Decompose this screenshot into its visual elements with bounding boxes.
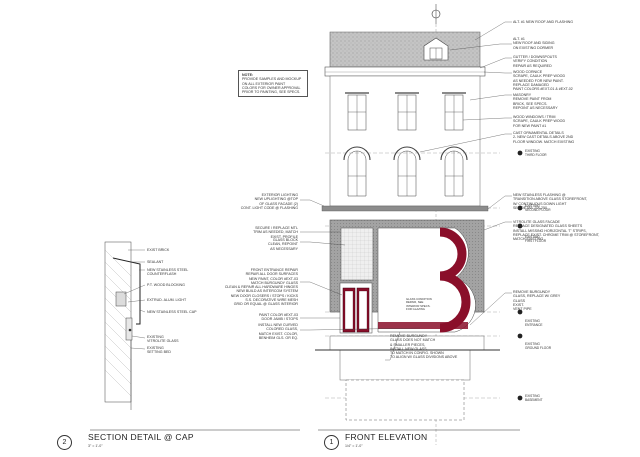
note-alt1-roof: ALT. #1 NEW ROOF and FLASHING [513, 20, 574, 24]
note-gutter: GUTTER / DOWNSPOUTS VERIFY CONDITION REP… [513, 55, 557, 68]
general-note-heading: NOTE: [242, 73, 254, 77]
level-first-floor: EXISTING FIRST FLOOR [525, 235, 547, 243]
level-third-floor: EXISTING THIRD FLOOR [525, 149, 547, 157]
note-exterior-lighting: EXTERIOR LIGHTING NEW UPLIGHTING @TOP OF… [240, 193, 298, 210]
note-alt1-dormer: ALT. #1 NEW ROOF and SIDING on EXISTING … [513, 37, 555, 50]
section-note-brick: EXIST BRICK [147, 248, 170, 252]
general-note-body: PROVIDE SAMPLES AND MOCKUP ON ALL EXTERI… [242, 77, 302, 95]
section-note-cap: NEW STAINLESS STEEL CAP [147, 310, 197, 314]
general-note-box: NOTE: PROVIDE SAMPLES AND MOCKUP ON ALL … [238, 70, 308, 98]
level-entrance: EXISTING ENTRANCE [525, 319, 543, 327]
note-front-entrance: FRONT ENTRANCE REPAIR REPAIR ALL DOOR SU… [224, 268, 298, 307]
base [329, 335, 485, 421]
flashing-band [321, 205, 489, 212]
level-markers [517, 150, 523, 401]
section-detail [90, 241, 300, 431]
note-wood-cornice: WOOD CORNICE SCRAPE, CAULK PREP WOOD AS … [513, 70, 573, 92]
section-note-sealant: SEALANT [147, 260, 164, 264]
section-note-vitrolite: EXISTING VITROLITE GLASS [147, 335, 179, 344]
section-view-scale: 3" = 1'-0" [88, 444, 103, 448]
note-masonry: MASONRY REMOVE PAINT FROM BRICK, SEE SPE… [513, 93, 558, 110]
section-marker-top [431, 4, 441, 24]
third-floor-windows [345, 92, 466, 131]
elevation-view-number: 1 [324, 435, 339, 450]
note-wood-windows: WOOD WINDOWS / TRIM SCRAPE, CAULK PREP W… [513, 115, 566, 128]
note-remove-burgundy: REMOVE BURGUNDY GLASS, REPLACE W/ GREY G… [513, 290, 561, 312]
second-floor-windows [343, 146, 468, 197]
elevation-view-scale: 1/4" = 1'-0" [345, 444, 363, 448]
section-note-counterflash: NEW STAINLESS STEEL COUNTERFLASH [147, 268, 189, 277]
note-paint-door-jamb: PAINT COLOR #EXT-03 DOOR JAMB / STOPS [258, 313, 298, 322]
note-storefront: GLASS CONDITION REPAIR, SEE INTERIOR SPE… [406, 297, 432, 311]
section-view-title: SECTION DETAIL @ CAP [88, 432, 194, 442]
note-vitrolite: VITROLITE GLASS FACADE REPLACE DESIGNATE… [513, 220, 600, 242]
note-bottom-glass: REMOVE BURGUNDY GLASS DOES NOT MATCH & S… [390, 334, 458, 360]
level-basement: EXISTING BASEMENT [525, 394, 543, 402]
note-stainless-flashing: NEW STAINLESS FLASHING @ TRANSITION ABOV… [513, 193, 588, 210]
leaders-left [300, 199, 421, 361]
section-note-blocking: P.T. WOOD BLOCKING [147, 283, 185, 287]
section-note-light: EXTRUD. ALUM. LIGHT [147, 298, 187, 302]
level-ground-floor: EXISTING GROUND FLOOR [525, 342, 552, 350]
section-note-setting-bed: EXISTING SETTING BED [147, 346, 171, 355]
elevation-view-title: FRONT ELEVATION [345, 432, 428, 442]
roof [329, 31, 481, 68]
note-curved-glass: INSTALL NEW CURVED COLORED GLASS, MATCH … [258, 323, 298, 340]
note-secure-trim: SECURE / REPLACE MTL TRIM AS NEEDED, MAT… [253, 226, 298, 239]
section-view-number: 2 [57, 435, 72, 450]
cornice [324, 66, 486, 77]
leaders-right [419, 21, 512, 326]
note-cast-details: CAST ORNAMENTAL DETAILS 2- NEW CAST DETA… [513, 131, 575, 144]
note-glass-block: GLASS BLOCK CLEAN, REPOINT AS NECESSARY [268, 238, 298, 251]
level-second-floor: EXISTING SECOND FLOOR [525, 204, 551, 212]
vitrolite-facade [329, 219, 485, 334]
